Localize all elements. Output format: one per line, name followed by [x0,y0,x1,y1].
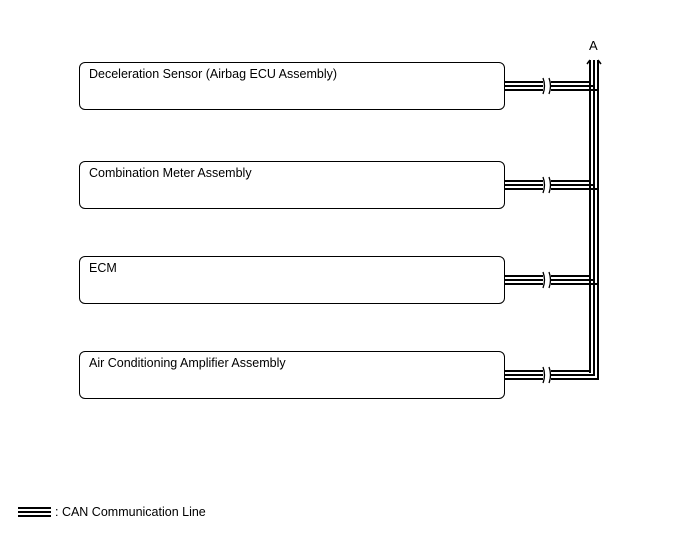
component-box-air-conditioning-amplifier: Air Conditioning Amplifier Assembly [79,351,505,399]
component-label: Combination Meter Assembly [89,166,252,180]
can-trunk-line [586,59,602,379]
component-box-ecm: ECM [79,256,505,304]
can-branch-line-3 [505,366,599,384]
can-branch-line-1 [505,176,598,194]
can-line-legend-symbol [18,507,51,517]
bus-connector-label: A [589,38,598,53]
can-branch-line-0 [505,77,598,95]
legend: : CAN Communication Line [18,505,206,519]
component-label: ECM [89,261,117,275]
can-branch-line-2 [505,271,598,289]
legend-text: : CAN Communication Line [55,505,206,519]
component-box-deceleration-sensor: Deceleration Sensor (Airbag ECU Assembly… [79,62,505,110]
component-box-combination-meter: Combination Meter Assembly [79,161,505,209]
component-label: Air Conditioning Amplifier Assembly [89,356,286,370]
component-label: Deceleration Sensor (Airbag ECU Assembly… [89,67,338,81]
